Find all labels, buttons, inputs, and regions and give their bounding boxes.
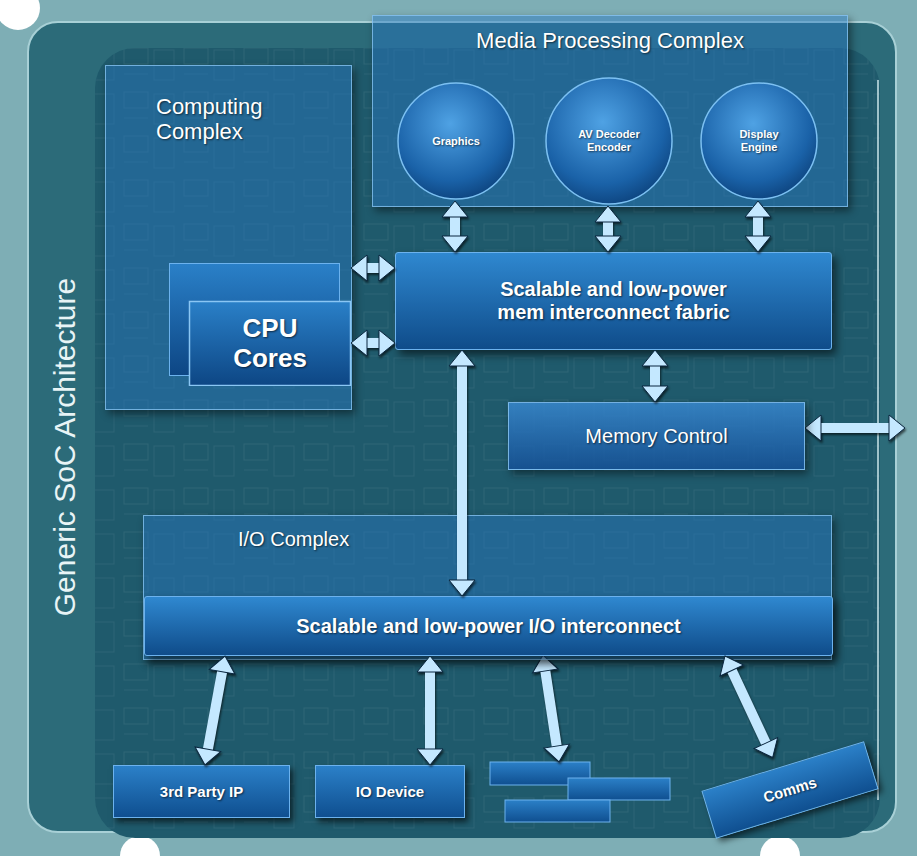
ip-circle-shape	[546, 78, 672, 204]
io-block	[568, 778, 670, 800]
package-corner	[0, 0, 40, 30]
package-corner	[120, 836, 160, 856]
ip-circle: Display Engine	[699, 81, 819, 201]
bus-arrow	[753, 215, 763, 238]
diagram-title: Generic SoC Architecture	[48, 197, 82, 697]
ip-circle-shape	[701, 83, 817, 199]
bus-arrow	[425, 670, 435, 751]
interconnect-box: Scalable and low-power mem interconnect …	[395, 252, 832, 350]
ip-circle: Graphics	[396, 81, 516, 201]
bus-arrow	[208, 670, 223, 751]
bus-arrow	[450, 215, 460, 238]
ip-circle-shape	[398, 83, 514, 199]
interconnect-bar: Scalable and low-power I/O interconnect	[144, 596, 833, 656]
node-label: Media Processing Complex	[476, 28, 744, 53]
bus-arrow	[731, 669, 767, 745]
cpu-cores-box: CPU Cores	[169, 263, 351, 386]
complex-box: Computing ComplexCPU Cores	[105, 65, 352, 410]
offchip-arrow	[819, 423, 891, 433]
io-block	[505, 800, 610, 822]
bus-arrow	[545, 669, 557, 748]
node-label: Display Engine	[728, 128, 790, 153]
node-label: 3rd Party IP	[160, 783, 243, 800]
package-edge-line	[877, 80, 879, 800]
node-label: I/O Complex	[238, 528, 349, 551]
complex-box: Media Processing ComplexGraphics AV Decod…	[372, 15, 848, 207]
node-label: AV Decoder Encoder	[578, 128, 640, 153]
node-label: Graphics	[432, 135, 480, 148]
die-texture	[95, 48, 880, 838]
node-label: IO Device	[356, 783, 424, 800]
die-panel	[95, 48, 880, 838]
node-label: Memory Control	[585, 425, 727, 448]
block-box: Comms	[701, 741, 878, 839]
node-label: Scalable and low-power I/O interconnect	[296, 615, 681, 638]
node-label: Scalable and low-power mem interconnect …	[484, 278, 744, 324]
block-box: IO Device	[315, 765, 465, 818]
cpu-core-front	[190, 302, 351, 386]
bus-arrow	[603, 220, 613, 238]
block-box: Memory Control	[508, 402, 805, 470]
complex-box: I/O ComplexScalable and low-power I/O in…	[143, 515, 832, 660]
bus-arrow	[650, 364, 660, 388]
ip-circle: AV Decoder Encoder	[544, 76, 674, 206]
block-box: 3rd Party IP	[113, 765, 290, 818]
node-label: Computing Complex	[156, 94, 286, 145]
bus-arrow	[365, 338, 381, 348]
node-label: CPU Cores	[210, 314, 330, 374]
bus-arrow	[365, 263, 381, 273]
node-label: Comms	[761, 774, 819, 807]
package-corner	[760, 836, 800, 856]
